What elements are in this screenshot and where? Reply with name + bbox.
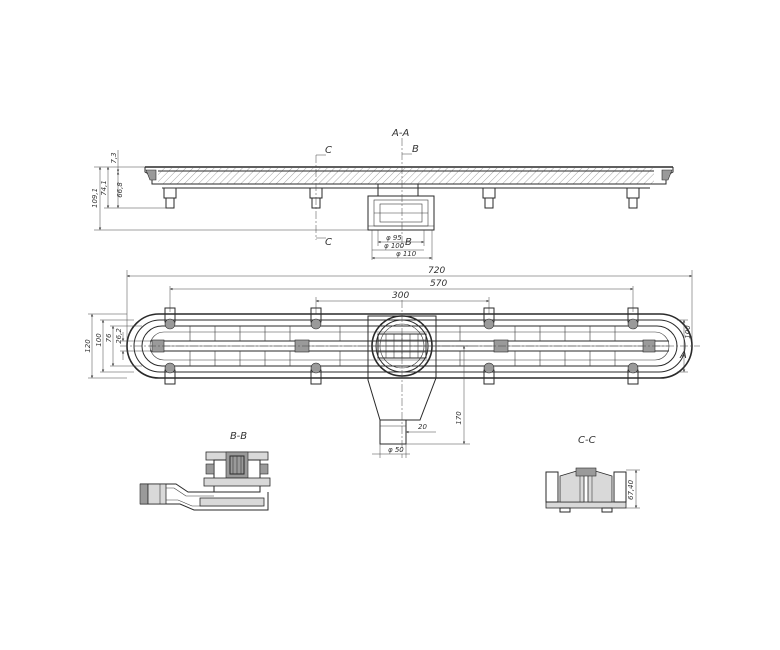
drain-outlet	[367, 183, 435, 231]
section-title-aa: A-A	[391, 128, 409, 139]
outlet-dims: 20 170 φ 50	[372, 345, 470, 458]
dim-phi-95: φ 95	[386, 234, 402, 242]
mounting-brackets	[164, 307, 639, 385]
plan-right-dims: 100 A	[677, 319, 692, 373]
dim-phi-110: φ 110	[396, 250, 417, 258]
dim-76: 76	[105, 333, 113, 342]
section-mark-c-top: C	[325, 145, 332, 156]
plan-view: 720 570 300	[84, 266, 700, 458]
dim-570: 570	[430, 279, 447, 289]
aa-diameter-dims: φ 95 φ 100 φ 110	[371, 230, 433, 260]
section-mark-c-bottom: C	[325, 237, 332, 248]
plan-width-dims: 720 570 300	[126, 266, 693, 345]
section-mark-b-bottom: B	[405, 237, 412, 248]
dim-100: 100	[95, 333, 103, 347]
section-aa-view: C C A-A B B 109,1 74,1 7,3 66,8 φ 9	[91, 128, 674, 260]
dim-7-3: 7,3	[110, 152, 118, 163]
section-bb-view: B-B	[139, 431, 271, 511]
aa-height-dims: 109,1 74,1 7,3 66,8	[91, 150, 368, 231]
dim-67-40: 67,40	[627, 479, 635, 500]
section-cc-view: C-C 67,40	[545, 435, 640, 513]
dim-phi-50: φ 50	[388, 446, 404, 454]
section-title-bb: B-B	[230, 431, 247, 442]
dim-20: 20	[418, 423, 427, 431]
section-mark-a: A	[679, 350, 687, 361]
dim-170: 170	[455, 411, 463, 425]
section-title-cc: C-C	[578, 435, 596, 446]
dim-300: 300	[392, 291, 409, 301]
dim-120: 120	[84, 339, 92, 353]
dim-100-right: 100	[684, 325, 692, 339]
dim-720: 720	[428, 266, 445, 276]
dim-109-1: 109,1	[91, 188, 99, 208]
dim-74-1: 74,1	[100, 180, 108, 196]
section-mark-b-top: B	[412, 144, 419, 155]
plan-height-dims: 120 100 76 26,2	[84, 313, 150, 379]
support-feet	[162, 187, 640, 209]
dim-phi-100: φ 100	[384, 242, 405, 250]
dim-26-2: 26,2	[115, 328, 123, 344]
dim-66-8: 66,8	[116, 182, 124, 198]
